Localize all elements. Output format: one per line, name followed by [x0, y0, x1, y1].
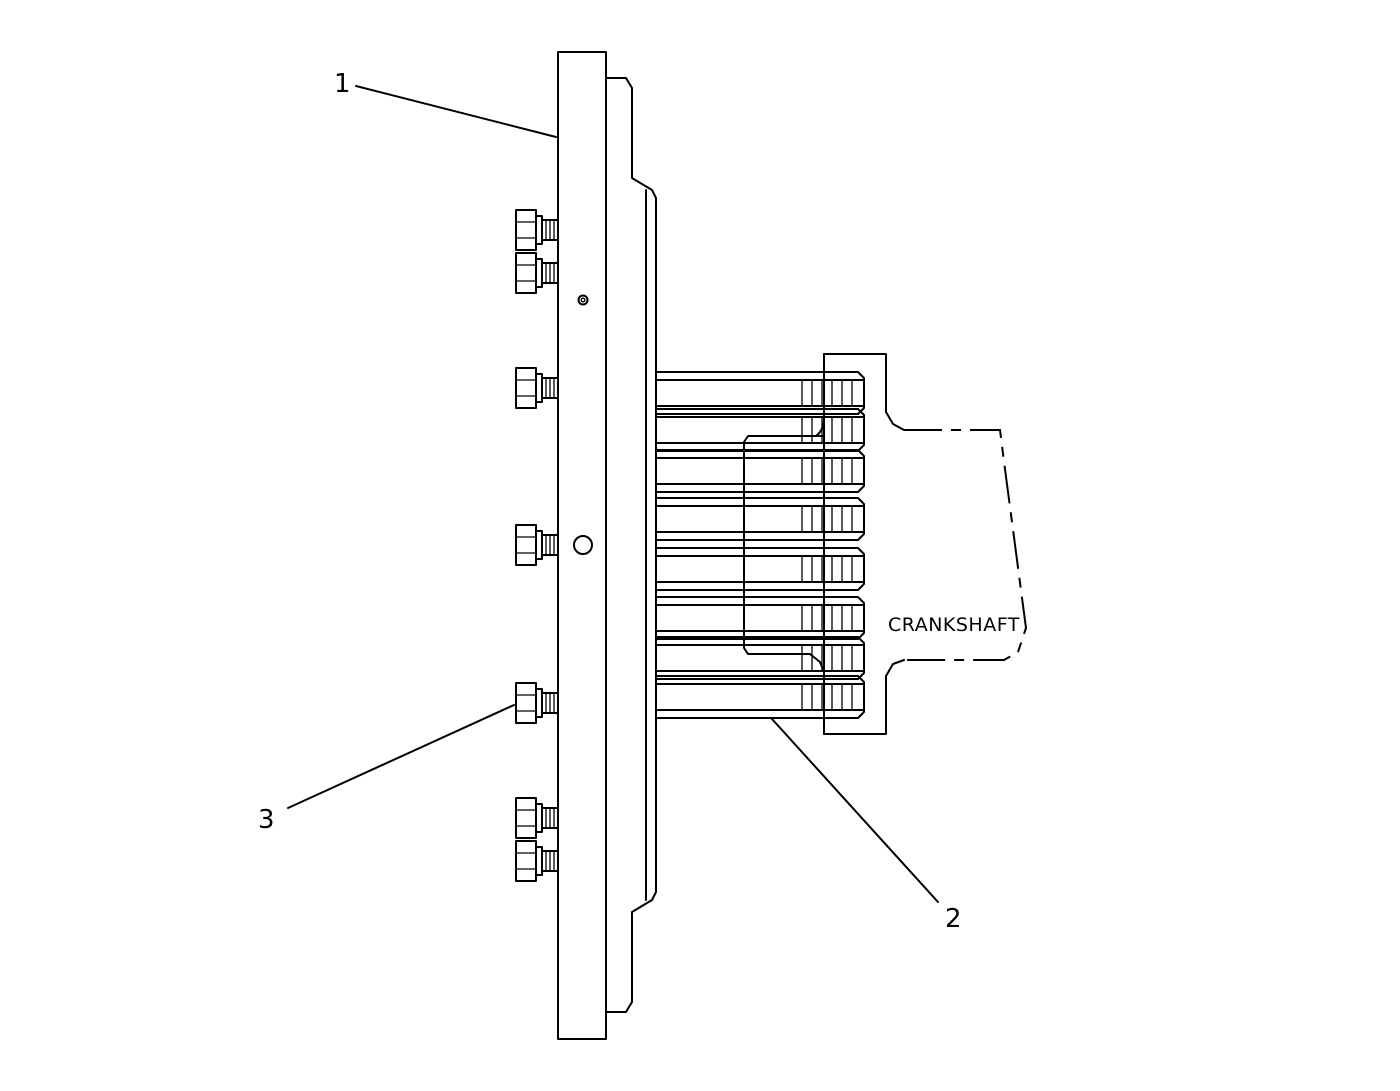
- crank-flange-top: [823, 353, 905, 431]
- crank-bolt-body: [655, 408, 865, 452]
- callout-2: 2: [945, 904, 962, 934]
- crank-bolt-body: [655, 371, 865, 415]
- crankshaft-outline: CRANKSHAFT: [743, 353, 1028, 735]
- crank-bolt: [655, 547, 865, 591]
- plate-outer: [557, 51, 607, 1040]
- bolt-hex-head: [515, 797, 537, 839]
- dowel-small: [577, 294, 589, 306]
- crank-bolt-body: [655, 449, 865, 493]
- leader-line-1: [355, 85, 557, 138]
- crank-bolt: [655, 371, 865, 415]
- crank-bolt: [655, 408, 865, 452]
- bolt-shank: [541, 534, 559, 556]
- bolt-group: [515, 209, 559, 882]
- bolt-shank: [541, 850, 559, 872]
- bolt-hex-head: [515, 252, 537, 294]
- bolt: [515, 840, 559, 882]
- plate-step-profile: [605, 77, 657, 1013]
- bolt: [515, 252, 559, 294]
- leader-lines: [287, 85, 939, 903]
- crank-pilot-bore: [743, 435, 825, 673]
- bolt-hex-head: [515, 840, 537, 882]
- bolt: [515, 367, 559, 409]
- bolt: [515, 797, 559, 839]
- bolt: [515, 209, 559, 251]
- crank-bolt-body: [655, 497, 865, 541]
- crank-pilot-corner: [799, 417, 825, 437]
- bolt-shank: [541, 692, 559, 714]
- locating-hole: [573, 535, 593, 555]
- leader-line-3: [287, 704, 515, 809]
- bolt-hex-head: [515, 524, 537, 566]
- dowel-center: [580, 297, 586, 303]
- callout-1: 1: [334, 69, 351, 99]
- crank-bolt: [655, 636, 865, 680]
- leader-line-2: [771, 718, 939, 903]
- bolt-shank: [541, 377, 559, 399]
- bolt-shank: [541, 807, 559, 829]
- bolt-hex-head: [515, 682, 537, 724]
- bolt: [515, 682, 559, 724]
- crankshaft-phantom-outline: [904, 429, 1028, 661]
- crankshaft-label: CRANKSHAFT: [888, 614, 1020, 636]
- bolt-hex-head: [515, 367, 537, 409]
- crank-bolt-body: [655, 675, 865, 719]
- crank-bolt: [655, 675, 865, 719]
- crank-bolt: [655, 449, 865, 493]
- bolt-shank: [541, 262, 559, 284]
- bolt-shank: [541, 219, 559, 241]
- crank-bolt: [655, 497, 865, 541]
- crank-flange-bottom: [823, 659, 905, 735]
- flywheel-plate: [557, 51, 657, 1040]
- bolt: [515, 524, 559, 566]
- callout-3: 3: [258, 805, 275, 835]
- crank-bolt-group: [655, 371, 865, 719]
- bolt-hex-head: [515, 209, 537, 251]
- crank-bolt-body: [655, 596, 865, 640]
- crank-bolt-body: [655, 636, 865, 680]
- crank-bolt: [655, 596, 865, 640]
- crank-bolt-body: [655, 547, 865, 591]
